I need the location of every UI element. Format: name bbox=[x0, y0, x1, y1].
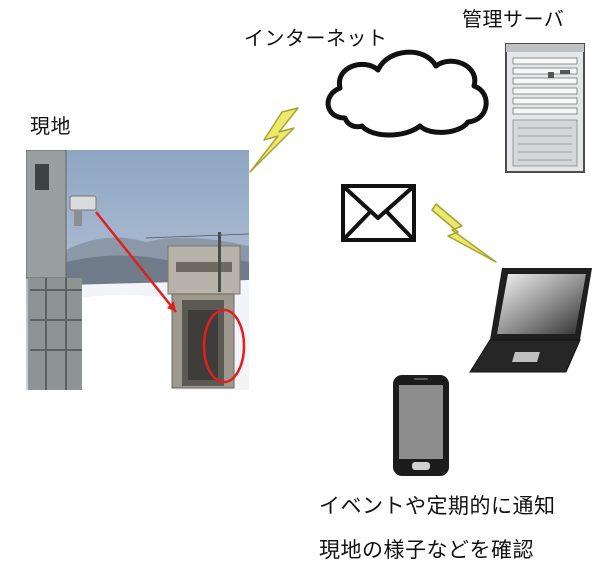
smartphone-icon bbox=[393, 375, 449, 476]
server-label: 管理サーバ bbox=[462, 7, 565, 31]
caption-line-1: イベントや定期的に通知 bbox=[319, 494, 556, 518]
envelope-icon bbox=[341, 184, 416, 242]
cloud-icon bbox=[325, 49, 489, 138]
laptop-icon bbox=[469, 268, 592, 373]
camera-icon bbox=[69, 195, 97, 211]
site-photo-scene bbox=[26, 150, 249, 390]
signal-bolt-1-icon bbox=[249, 107, 299, 173]
highlight-circle bbox=[202, 308, 246, 384]
internet-label: インターネット bbox=[244, 26, 388, 50]
site-label: 現地 bbox=[30, 114, 71, 138]
server-tower-icon bbox=[505, 43, 585, 173]
caption-line-2: 現地の様子などを確認 bbox=[319, 538, 534, 562]
site-photo bbox=[26, 150, 249, 390]
signal-bolt-2-icon bbox=[431, 203, 497, 263]
camera-direction-arrow bbox=[95, 211, 177, 313]
